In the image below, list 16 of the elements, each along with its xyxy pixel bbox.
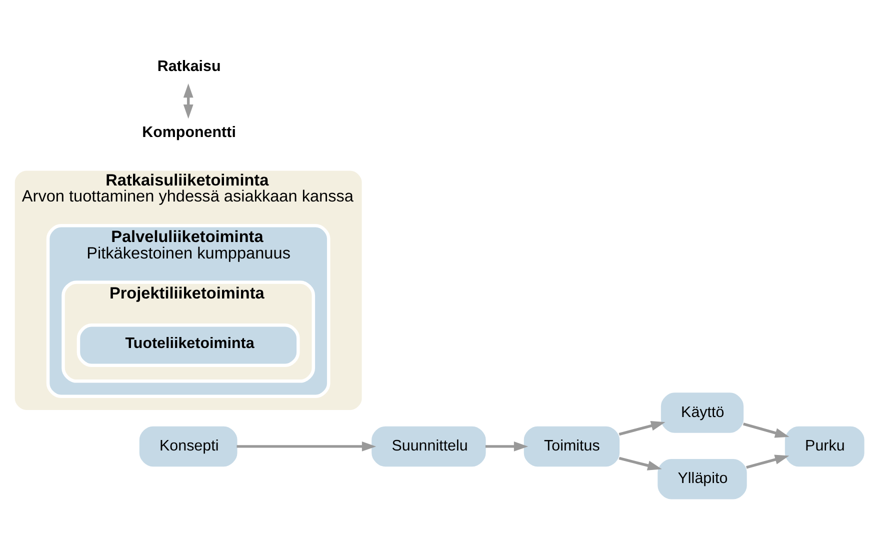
arrow (746, 454, 790, 469)
node-box: Toimitus (524, 426, 620, 467)
arrow (743, 422, 790, 438)
arrow (236, 441, 376, 452)
arrow (485, 441, 528, 452)
node-box: Tuoteliiketoiminta (76, 324, 300, 368)
node-box: Konsepti (139, 426, 238, 467)
arrow (618, 420, 666, 436)
node-box: Käyttö (660, 392, 744, 433)
arrow (618, 456, 662, 470)
arrow (183, 83, 194, 119)
node-text: Ratkaisu (157, 58, 221, 75)
node-text: Komponentti (142, 124, 236, 142)
node-box: Suunnittelu (372, 426, 486, 467)
node-box: Purku (784, 426, 864, 467)
node-box: Ylläpito (658, 458, 747, 500)
